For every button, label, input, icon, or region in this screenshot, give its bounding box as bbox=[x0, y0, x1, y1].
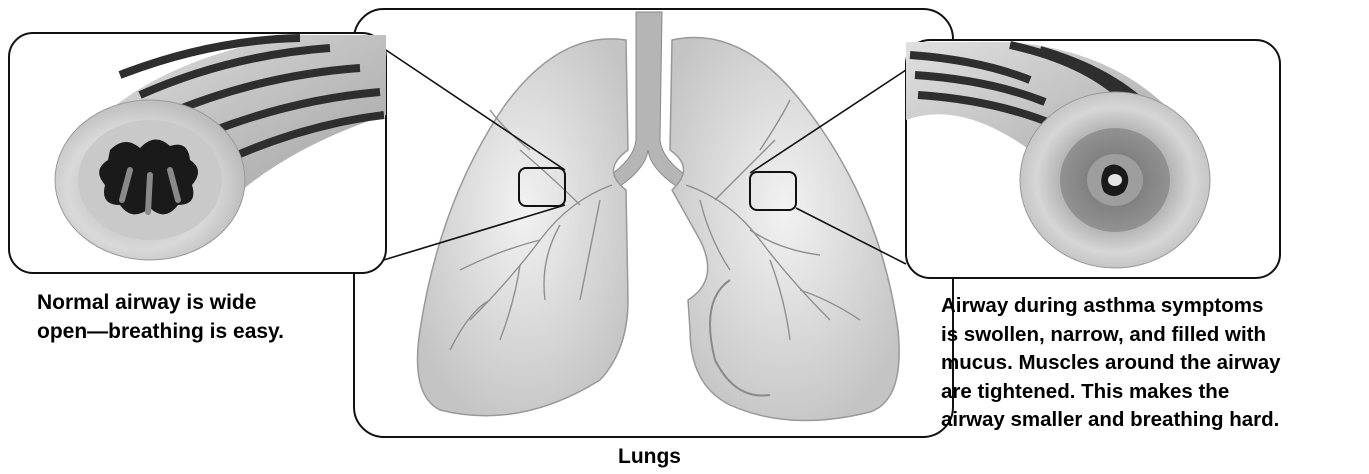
normal-caption-line-1: Normal airway is wide bbox=[37, 288, 284, 317]
normal-airway-caption: Normal airway is wide open—breathing is … bbox=[37, 288, 284, 346]
asthma-caption-line-1: Airway during asthma symptoms bbox=[941, 292, 1281, 321]
asthma-caption-line-2: is swollen, narrow, and filled with bbox=[941, 321, 1281, 350]
asthma-caption-line-3: mucus. Muscles around the airway bbox=[941, 349, 1281, 378]
asthma-caption-line-5: airway smaller and breathing hard. bbox=[941, 406, 1281, 435]
normal-caption-line-2: open—breathing is easy. bbox=[37, 317, 284, 346]
lungs-label: Lungs bbox=[618, 442, 681, 471]
asthma-caption-line-4: are tightened. This makes the bbox=[941, 378, 1281, 407]
asthma-airway-caption: Airway during asthma symptoms is swollen… bbox=[941, 292, 1281, 435]
